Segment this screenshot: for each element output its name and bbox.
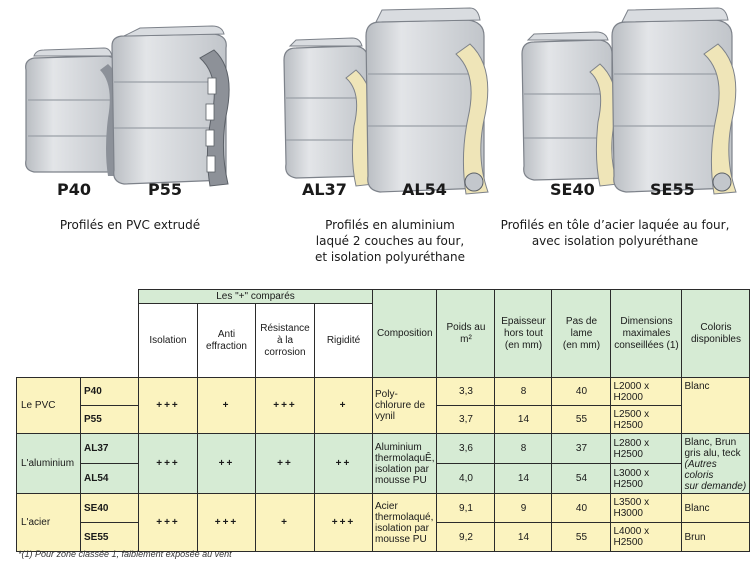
pvc-resistance: +++ <box>255 377 315 434</box>
al37-pas: 37 <box>551 433 612 464</box>
steel-isolation: +++ <box>138 493 198 552</box>
al37-dims: L2800 x H2500 <box>610 433 683 464</box>
alu-profile-al54 <box>365 7 489 195</box>
profiles-illustration <box>25 7 737 195</box>
al54-poids: 4,0 <box>436 463 496 494</box>
se55-dims: L4000 x H2500 <box>610 522 683 552</box>
steel-anti: +++ <box>197 493 256 552</box>
alu-colors: Blanc, Brun gris alu, teck (Autres color… <box>681 433 751 494</box>
table-row: AL54 4,0 14 54 L3000 x H2500 <box>17 463 750 494</box>
pvc-anti: + <box>197 377 256 434</box>
p40-pas: 40 <box>551 377 612 406</box>
pvc-colors: Blanc <box>681 377 751 434</box>
table-corner <box>17 290 139 378</box>
alu-profile-al37 <box>283 37 375 187</box>
se40-poids: 9,1 <box>436 493 496 523</box>
code-se40: SE40 <box>80 493 139 523</box>
p55-pas: 55 <box>551 405 612 434</box>
se40-dims: L3500 x H3000 <box>610 493 683 523</box>
label-p55: P55 <box>148 180 182 199</box>
caption-steel: Profilés en tôle d’acier laquée au four,… <box>500 218 730 248</box>
label-se40: SE40 <box>550 180 595 199</box>
code-al37: AL37 <box>80 433 139 464</box>
category-alu: L'aluminium <box>16 433 81 494</box>
se55-pas: 55 <box>551 522 612 552</box>
pvc-profile-p40 <box>25 47 121 176</box>
se40-epaisseur: 9 <box>494 493 553 523</box>
code-al54: AL54 <box>80 463 139 494</box>
pvc-isolation: +++ <box>138 377 198 434</box>
p40-epaisseur: 8 <box>494 377 553 406</box>
table-row: SE55 9,2 14 55 L4000 x H2500 Brun <box>17 522 751 552</box>
p55-epaisseur: 14 <box>494 405 553 434</box>
code-p55: P55 <box>80 405 139 434</box>
se55-epaisseur: 14 <box>494 522 553 552</box>
al54-epaisseur: 14 <box>494 463 553 494</box>
label-se55: SE55 <box>650 180 695 199</box>
caption-alu: Profilés en aluminium laqué 2 couches au… <box>314 218 466 264</box>
al37-epaisseur: 8 <box>494 433 553 464</box>
alu-isolation: +++ <box>138 433 198 494</box>
steel-resistance: + <box>255 493 315 552</box>
header-rigidite: Rigidité <box>314 303 373 378</box>
group-header-plus: Les "+" comparés <box>138 289 373 304</box>
se40-pas: 40 <box>551 493 612 523</box>
steel-profile-se55 <box>611 7 737 195</box>
header-isolation: Isolation <box>138 303 198 378</box>
steel-profile-se40 <box>521 31 619 187</box>
label-p40: P40 <box>57 180 91 199</box>
al54-pas: 54 <box>551 463 612 494</box>
pvc-rigidite: + <box>314 377 373 434</box>
steel-rigidite: +++ <box>314 493 373 552</box>
al37-poids: 3,6 <box>436 433 496 464</box>
alu-anti: ++ <box>197 433 256 494</box>
caption-pvc: Profilés en PVC extrudé <box>59 218 201 232</box>
label-al37: AL37 <box>302 180 347 199</box>
footnote: *(1) Pour zone classée 1, faiblement exp… <box>18 549 232 559</box>
header-composition: Composition <box>371 289 438 378</box>
category-pvc: Le PVC <box>16 377 81 434</box>
alu-resistance: ++ <box>255 433 315 494</box>
code-p40: P40 <box>80 377 139 406</box>
al54-dims: L3000 x H2500 <box>610 463 683 494</box>
p40-dims: L2000 x H2000 <box>610 377 683 406</box>
p55-dims: L2500 x H2500 <box>610 405 683 434</box>
se55-colors: Brun <box>681 522 751 552</box>
p55-poids: 3,7 <box>436 405 496 434</box>
category-steel: L'acier <box>16 493 81 552</box>
pvc-profile-p55 <box>111 25 230 187</box>
alu-rigidite: ++ <box>314 433 373 494</box>
se55-poids: 9,2 <box>436 522 496 552</box>
se40-colors: Blanc <box>681 493 751 523</box>
label-al54: AL54 <box>402 180 447 199</box>
code-se55: SE55 <box>80 522 139 552</box>
p40-poids: 3,3 <box>436 377 496 406</box>
